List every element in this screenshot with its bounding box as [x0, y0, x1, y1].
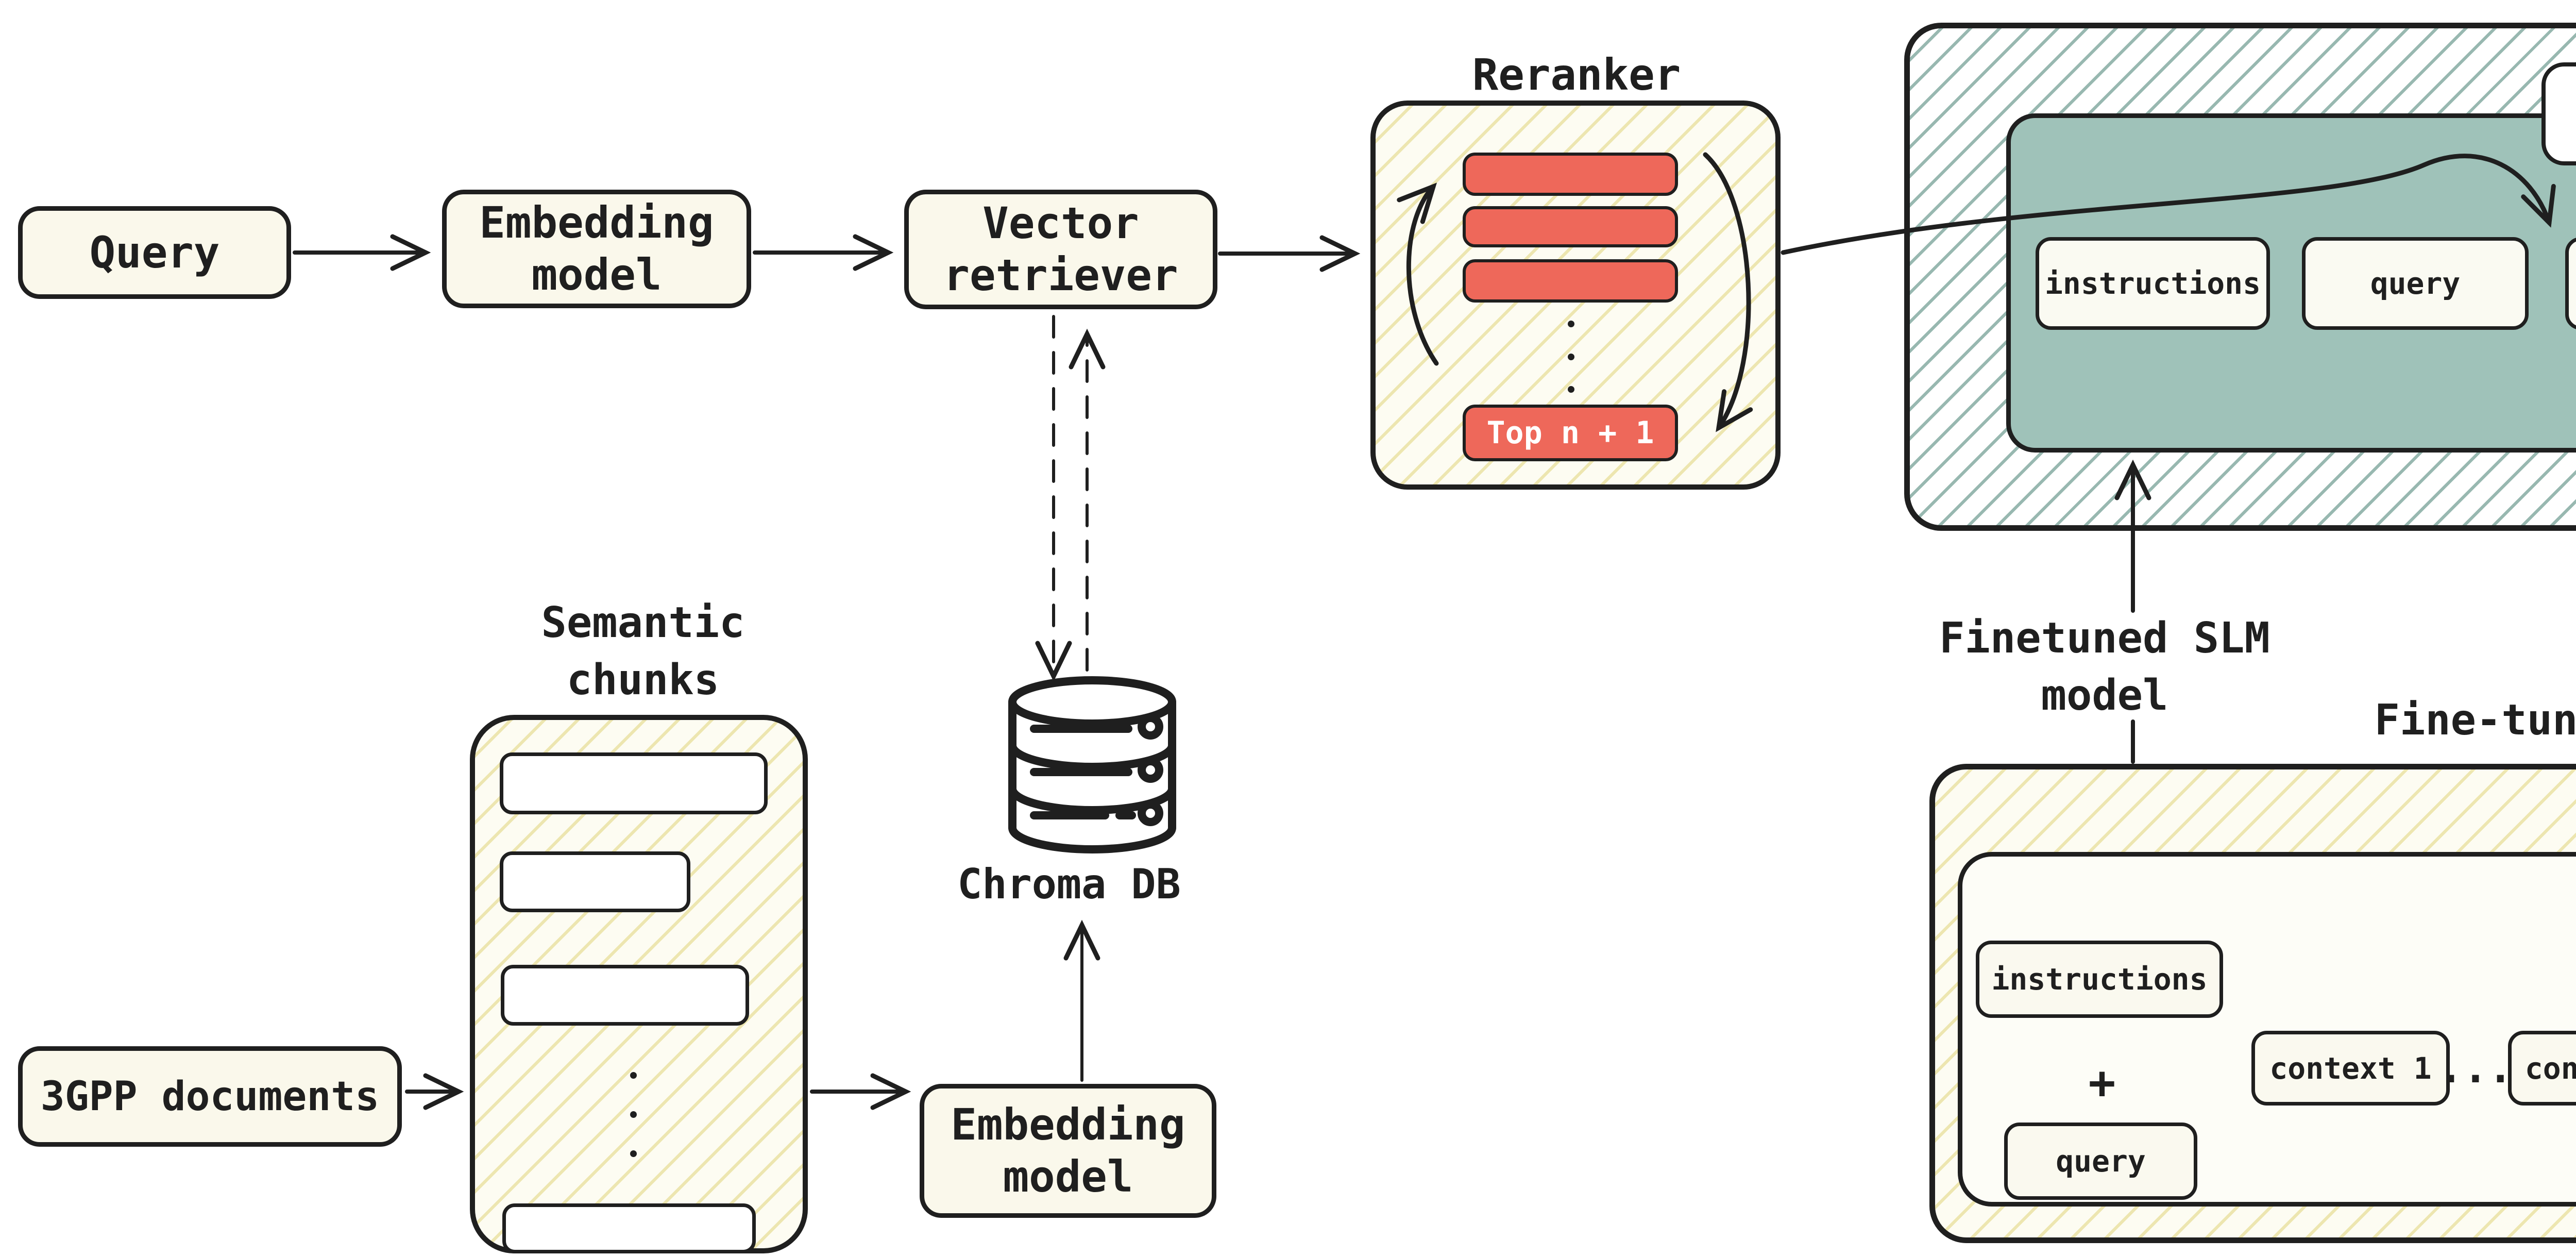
embedding-model-2-node: Embedding model — [920, 1084, 1216, 1218]
vector-retriever-label: Vector retriever — [943, 198, 1178, 300]
reranker-title: Reranker — [1472, 49, 1681, 100]
documents-label: 3GPP documents — [40, 1073, 380, 1120]
chunks-ellipsis-dots — [630, 1072, 637, 1157]
chunk-item — [502, 1203, 756, 1253]
plus-sign: + — [2088, 1056, 2116, 1109]
embedding-model-2-label: Embedding model — [951, 1099, 1185, 1202]
lora-context-ellipsis: ... — [2438, 1044, 2513, 1092]
chunk-item — [500, 752, 768, 814]
chip-context-1: context 1 — [2565, 237, 2576, 330]
embedding-model-node: Embedding model — [442, 190, 751, 308]
semantic-chunks-title: Semantic chunks — [541, 598, 745, 705]
ranked-document-bar — [1463, 259, 1678, 303]
query-node: Query — [18, 206, 291, 299]
reranker-ellipsis-dots — [1567, 321, 1574, 393]
ranked-document-bar — [1463, 206, 1678, 247]
chip-query: query — [2302, 237, 2529, 330]
ranked-document-bar — [1463, 153, 1678, 196]
vector-retriever-node: Vector retriever — [904, 190, 1217, 309]
lora-chip-context-1: context 1 — [2251, 1031, 2450, 1106]
chroma-db-label: Chroma DB — [957, 860, 1181, 908]
chunk-item — [501, 965, 749, 1026]
query-label: Query — [89, 227, 220, 278]
top-n-bar: Top n + 1 — [1463, 405, 1678, 461]
limited-window-label: Fine-tuned SLM (Phi-2) with limited cont… — [2541, 62, 2576, 165]
lora-title: Fine-tuning with Low-Rank Adaptation (Lo… — [2374, 696, 2576, 745]
documents-node: 3GPP documents — [18, 1046, 402, 1147]
top-n-label: Top n + 1 — [1486, 415, 1654, 451]
lora-chip-instructions: instructions — [1976, 941, 2223, 1018]
lora-chip-query: query — [2004, 1123, 2197, 1200]
chunk-item — [500, 851, 690, 912]
chip-instructions: instructions — [2036, 237, 2270, 330]
lora-chip-context-n: context n — [2508, 1031, 2576, 1106]
finetuned-slm-caption: Finetuned SLM model — [1939, 614, 2270, 720]
prompt-label: prompt — [2555, 794, 2576, 838]
embedding-model-label: Embedding model — [479, 197, 714, 300]
database-icon — [1008, 676, 1176, 853]
